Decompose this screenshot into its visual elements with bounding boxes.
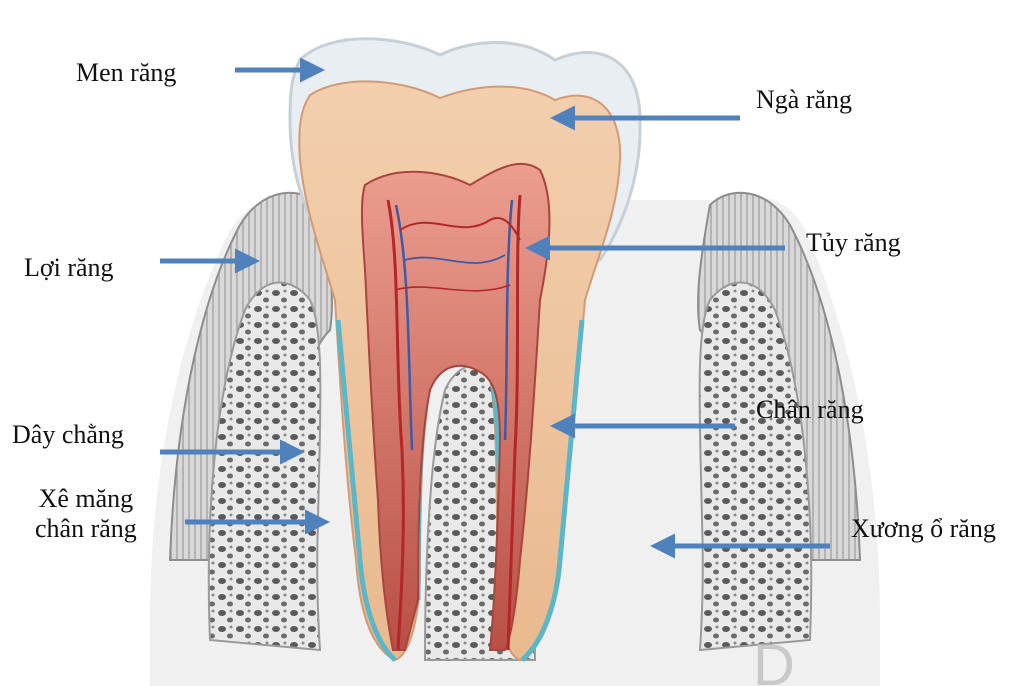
watermark-letter: D <box>753 632 795 686</box>
label-dentin: Ngà răng <box>756 85 852 115</box>
label-bone: Xương ổ răng <box>851 514 996 544</box>
label-ligament: Dây chằng <box>12 420 124 450</box>
label-cementum-line2: chân răng <box>35 514 137 544</box>
label-pulp: Tủy răng <box>806 228 901 258</box>
label-cementum: Xê măng chân răng <box>35 484 137 544</box>
label-enamel: Men răng <box>76 58 176 88</box>
label-root: Chân răng <box>756 395 864 425</box>
label-gum: Lợi răng <box>24 253 114 283</box>
label-cementum-line1: Xê măng <box>35 484 137 514</box>
